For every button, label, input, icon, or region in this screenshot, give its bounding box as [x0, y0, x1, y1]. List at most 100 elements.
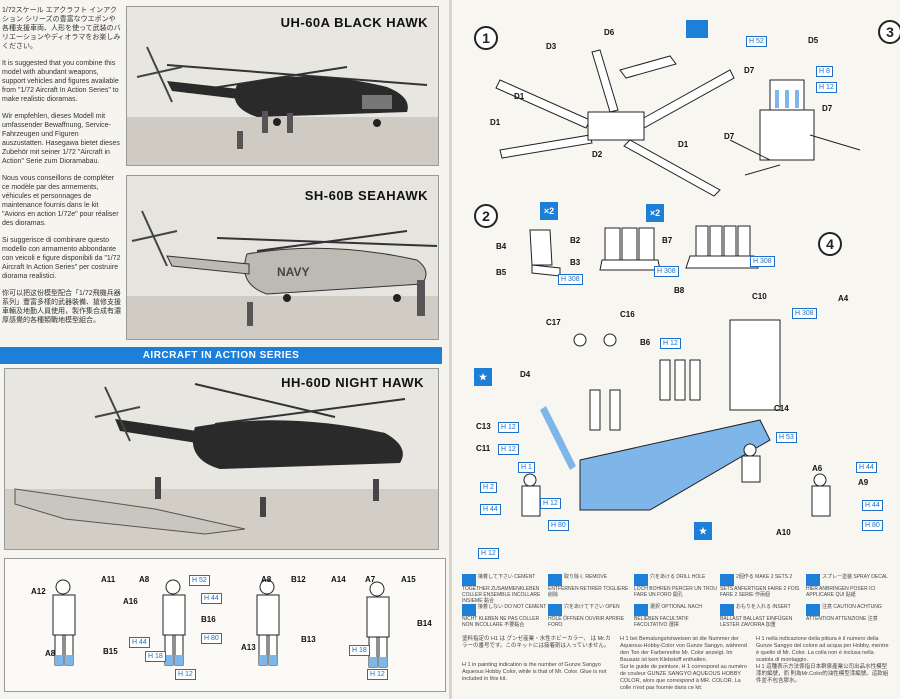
fig-label-15: B14 — [417, 619, 432, 628]
photo-uh60a: UH-60A BLACK HAWK — [126, 6, 439, 166]
legend-drill: 穴をあける DRILL HOLE LOCH BOHREN PERCER UN T… — [634, 574, 720, 598]
s2-part-b3: B3 — [570, 258, 581, 267]
photo-sh60b: NAVY SH-60B SEAHAWK — [126, 175, 439, 340]
fig-paint-6: H 80 — [201, 633, 222, 644]
step-1-number: 1 — [474, 26, 498, 50]
s2-paint-h308c: H 308 — [750, 256, 775, 267]
s1-part-d7c: D7 — [724, 132, 735, 141]
fig-label-9: B12 — [291, 575, 306, 584]
photo-title-uh60a: UH-60A BLACK HAWK — [280, 15, 428, 30]
intro-text: 1/72スケール エアクラフト インアクション シリーズの豊富なウエポンや各種支… — [2, 6, 122, 333]
s2-part-b2: B2 — [570, 236, 581, 245]
s2-part-b4: B4 — [496, 242, 507, 251]
s5-paint-h44: H 44 — [480, 504, 501, 515]
fig-paint-8: H 12 — [367, 669, 388, 680]
footnote-it: H 1 nella indicazione della pittura è il… — [756, 636, 889, 663]
s2-paint-h308a: H 308 — [558, 274, 583, 285]
star-icon — [806, 574, 820, 586]
legend-open-hole: 穴をあけて下さい OPEN HOLE ÖFFNEN OUVRIR APRIRE … — [548, 604, 634, 628]
s5-paint-h2: H 2 — [480, 482, 497, 493]
s1-part-d3: D3 — [546, 42, 557, 51]
s5-part-d4: D4 — [520, 370, 531, 379]
fig-label-14: A15 — [401, 575, 416, 584]
optional-icon — [634, 604, 648, 616]
fig-label-1: A12 — [31, 587, 46, 596]
s1-part-d1a: D1 — [514, 92, 525, 101]
s5-part-c13: C13 — [476, 422, 491, 431]
photo-hh60d: HH-60D NIGHT HAWK — [4, 368, 439, 550]
step-2-seat-diagram — [529, 225, 759, 277]
legend-no-cement: 接着しない DO NOT CEMENT NICHT KLEBEN NE PAS … — [462, 604, 548, 628]
helicopter-uh60a-image — [127, 7, 438, 165]
footnote-de: H 1 bei Bemalungshinweisen ist die Numme… — [620, 636, 747, 663]
s6-part-a6: A6 — [812, 464, 823, 473]
figures-box: A12 A11 A8 B15 A8 A16 B16 H 44 H 18 H 12… — [4, 558, 446, 692]
fig-paint-2: H 18 — [145, 651, 166, 662]
intro-en: It is suggested that you combine this mo… — [2, 60, 119, 103]
footnote-zh: H 1 這種表示方法係指日本群泉產業公司出品水性模型漆的編號，而 則為Mr.Co… — [756, 664, 889, 684]
legend-no-cement-text: 接着しない DO NOT CEMENT NICHT KLEBEN NE PAS … — [462, 604, 547, 628]
s1-part-d6: D6 — [604, 28, 615, 37]
intro-fr: Nous vous conseillons de compléter ce mo… — [2, 175, 119, 227]
star-decal-icon-a: ★ — [474, 368, 492, 386]
fig-label-4: B15 — [103, 647, 118, 656]
legend-remove: 取り除く REMOVE ENTFERNEN RETIRER TOGLIERE 削… — [548, 574, 634, 598]
s4-part-a4: A4 — [838, 294, 849, 303]
fig-label-2: A11 — [101, 575, 116, 584]
s1-part-d1c: D1 — [678, 140, 689, 149]
legend-2sets: 2個作る MAKE 2 SETS 2 SETS ANFERTIGEN FAIRE… — [720, 574, 806, 598]
s5-paint-h12d: H 12 — [540, 498, 561, 509]
s5-part-c10: C10 — [752, 292, 767, 301]
intro-jp: 1/72スケール エアクラフト インアクション シリーズの豊富なウエポンや各種支… — [2, 7, 121, 50]
legend-decal: スプレー塗装 SPRAY DECAL HIER ANBRINGEN POSER … — [806, 574, 892, 598]
series-bar: AIRCRAFT IN ACTION SERIES — [0, 347, 442, 364]
page-spine — [449, 0, 452, 699]
s6-paint-h80: H 80 — [862, 520, 883, 531]
s5-part-c14: C14 — [774, 404, 789, 413]
helicopter-sh60b-image: NAVY — [127, 176, 438, 339]
s1-part-d2: D2 — [592, 150, 603, 159]
right-page — [452, 0, 900, 699]
fig-label-11: B13 — [301, 635, 316, 644]
legend-optional: 選択 OPTIONAL NACH BELIEBEN FACULTATIF FAC… — [634, 604, 720, 628]
s6-part-a9: A9 — [858, 478, 869, 487]
fig-paint-7: H 18 — [349, 645, 370, 656]
s1-paint-h8: H 8 — [816, 66, 833, 77]
s1-paint-h52: H 52 — [746, 36, 767, 47]
s5-paint-h12b: H 12 — [498, 422, 519, 433]
s2-part-b8: B8 — [674, 286, 685, 295]
s1-part-d7a: D7 — [744, 66, 755, 75]
footnote-en: H 1 in painting indication is the number… — [462, 662, 607, 682]
s6-paint-h44a: H 44 — [856, 462, 877, 473]
fig-label-10: A13 — [241, 643, 256, 652]
intro-zh: 你可以把这份模型配合「1/72飛機兵器系列」豐富多樣的武器裝備、搶修支援車輛及地… — [2, 290, 121, 324]
remove-icon — [548, 574, 562, 586]
s1-paint-h12: H 12 — [816, 82, 837, 93]
fig-label-8: A8 — [261, 575, 272, 584]
legend-ballast: おもりを入れる INSERT BALLAST BALLAST EINFÜGEN … — [720, 604, 806, 628]
navy-marking: NAVY — [277, 265, 309, 279]
s5-paint-h53: H 53 — [776, 432, 797, 443]
legend-cement-text: 接着して下さい CEMENT TOGETHER ZUSAMMENKLEBEN C… — [462, 574, 541, 604]
figures-diagram — [52, 579, 390, 668]
legend-caution: 注意 CAUTION ACHTUNG ATTENTION ATTENZIONE … — [806, 604, 892, 622]
s5-paint-h12e: H 12 — [478, 548, 499, 559]
fig-label-12: A14 — [331, 575, 346, 584]
legend-2sets-text: 2個作る MAKE 2 SETS 2 SETS ANFERTIGEN FAIRE… — [720, 574, 800, 598]
legend-decal-text: スプレー塗装 SPRAY DECAL HIER ANBRINGEN POSER … — [806, 574, 888, 598]
no-cement-icon — [462, 604, 476, 616]
legend-drill-text: 穴をあける DRILL HOLE LOCH BOHREN PERCER UN T… — [634, 574, 717, 598]
s1-part-d7b: D7 — [822, 104, 833, 113]
intro-de: Wir empfehlen, dieses Modell mit umfasse… — [2, 113, 120, 165]
legend-cement: 接着して下さい CEMENT TOGETHER ZUSAMMENKLEBEN C… — [462, 574, 548, 604]
symbol-legend: 接着して下さい CEMENT TOGETHER ZUSAMMENKLEBEN C… — [462, 574, 892, 690]
s6-paint-h44b: H 44 — [862, 500, 883, 511]
cement-icon — [462, 574, 476, 586]
step-2-x2-badge-b: ×2 — [646, 204, 664, 222]
fig-label-5: A8 — [139, 575, 150, 584]
caution-icon — [806, 604, 820, 616]
fig-paint-1: H 44 — [129, 637, 150, 648]
star-decal-icon-b: ★ — [694, 522, 712, 540]
brand-logo-icon — [686, 20, 708, 38]
photo-title-sh60b: SH-60B SEAHAWK — [304, 188, 428, 203]
